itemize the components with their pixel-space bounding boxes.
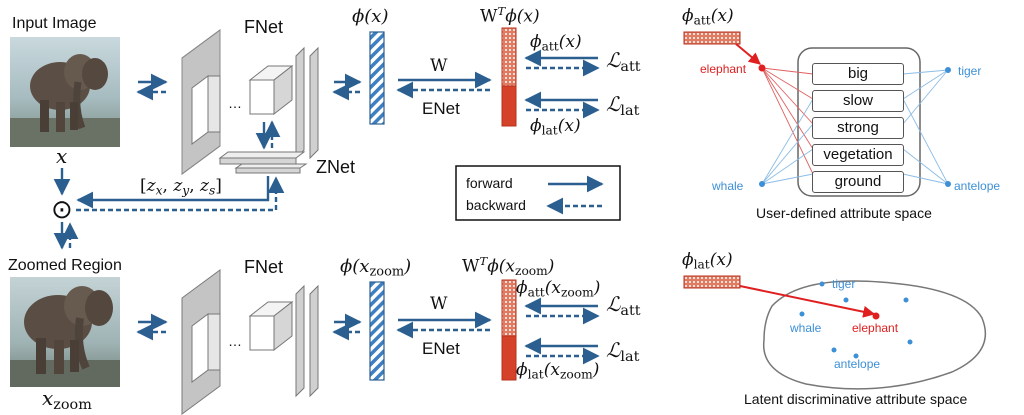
class-whale-attr: whale: [712, 179, 744, 193]
legend-forward: forward: [466, 175, 513, 191]
input-image-label: Input Image: [12, 15, 97, 32]
loss-att-top: ℒatt: [606, 48, 641, 76]
ellipsis-bottom: …: [228, 333, 242, 349]
x-label: x: [56, 144, 68, 168]
phi-att-xzoom-bottom: ϕatt(xzoom): [516, 278, 601, 300]
class-antelope-attr: antelope: [954, 179, 1001, 193]
latent-whale: whale: [790, 321, 822, 335]
phi-xzoom-bottom: ϕ(xzoom): [340, 256, 412, 280]
latent-tiger: tiger: [832, 277, 856, 291]
fnet-top-label: FNet: [244, 17, 284, 37]
arrows-bottom: [136, 297, 600, 365]
znet-label: ZNet: [316, 157, 356, 177]
wt-phi-xzoom-bottom: WTϕ(xzoom): [462, 254, 555, 278]
znet-block: [218, 151, 308, 174]
legend-box: [455, 165, 621, 221]
attribute-slow: slow: [812, 90, 904, 112]
latent-space-caption: Latent discriminative attribute space: [744, 391, 968, 407]
attribute-list: big slow strong vegetation ground: [812, 63, 904, 193]
enet-top-label: ENet: [422, 99, 460, 118]
enet-bottom-label: ENet: [422, 339, 460, 358]
latent-space: [683, 275, 987, 390]
input-image: [10, 37, 120, 147]
ellipsis-top: …: [228, 95, 242, 111]
zoomed-region-label: Zoomed Region: [8, 257, 122, 274]
latent-elephant: elephant: [852, 321, 899, 335]
fnet-bottom: [181, 269, 319, 415]
enet-vector-top: [501, 27, 517, 127]
phi-lat-x-top: ϕlat(x): [530, 116, 581, 138]
wt-phi-x-top: WTϕ(x): [480, 4, 540, 27]
arrows-top: [53, 49, 600, 250]
fnet-bottom-label: FNet: [244, 257, 284, 277]
class-tiger-attr: tiger: [958, 64, 982, 78]
odot-operator: ⊙: [51, 194, 73, 224]
feature-vector-bottom: [369, 281, 385, 381]
w-label-bottom: W: [430, 294, 448, 314]
fnet-top: [181, 29, 319, 175]
attribute-big: big: [812, 63, 904, 85]
feature-vector-top: [369, 31, 385, 125]
latent-antelope: antelope: [834, 357, 881, 371]
w-label-top: W: [430, 56, 448, 76]
phi-lat-xzoom-bottom: ϕlat(xzoom): [516, 360, 600, 382]
phi-att-x-top: ϕatt(x): [530, 32, 582, 54]
legend-backward: backward: [466, 197, 526, 213]
enet-vector-bottom: [501, 279, 517, 381]
z-vector-label: [zx, zy, zs]: [140, 176, 222, 198]
phi-lat-x-right: ϕlat(x): [682, 250, 733, 272]
phi-att-x-right: ϕatt(x): [682, 6, 734, 28]
zoomed-image: [10, 277, 120, 387]
attribute-ground: ground: [812, 171, 904, 193]
phi-x-top: ϕ(x): [352, 6, 389, 27]
x-zoom-label: xzoom: [42, 386, 92, 414]
loss-lat-top: ℒlat: [606, 92, 640, 120]
loss-att-bottom: ℒatt: [606, 292, 641, 320]
loss-lat-bottom: ℒlat: [606, 338, 640, 366]
attribute-vegetation: vegetation: [812, 144, 904, 166]
attribute-space-caption: User-defined attribute space: [756, 205, 932, 221]
attribute-strong: strong: [812, 117, 904, 139]
class-elephant-attr: elephant: [700, 62, 747, 76]
